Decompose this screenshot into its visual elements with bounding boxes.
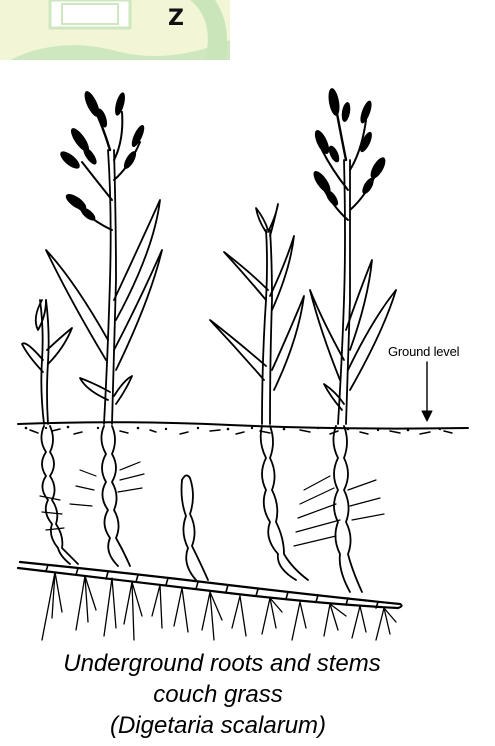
fibrous-roots xyxy=(42,572,396,640)
plant-3 xyxy=(210,204,308,580)
underground-shoot xyxy=(182,475,209,580)
ground-level-label: Ground level xyxy=(388,344,459,359)
lateral-roots xyxy=(40,462,384,546)
caption-line-1: Underground roots and stems xyxy=(2,650,442,678)
caption-line-3: (Digetaria scalarum) xyxy=(8,712,428,740)
caption-line-2: couch grass xyxy=(8,681,428,709)
plant-1 xyxy=(22,300,78,564)
plant-2-spikelets xyxy=(58,89,147,223)
ground-line xyxy=(18,422,468,428)
